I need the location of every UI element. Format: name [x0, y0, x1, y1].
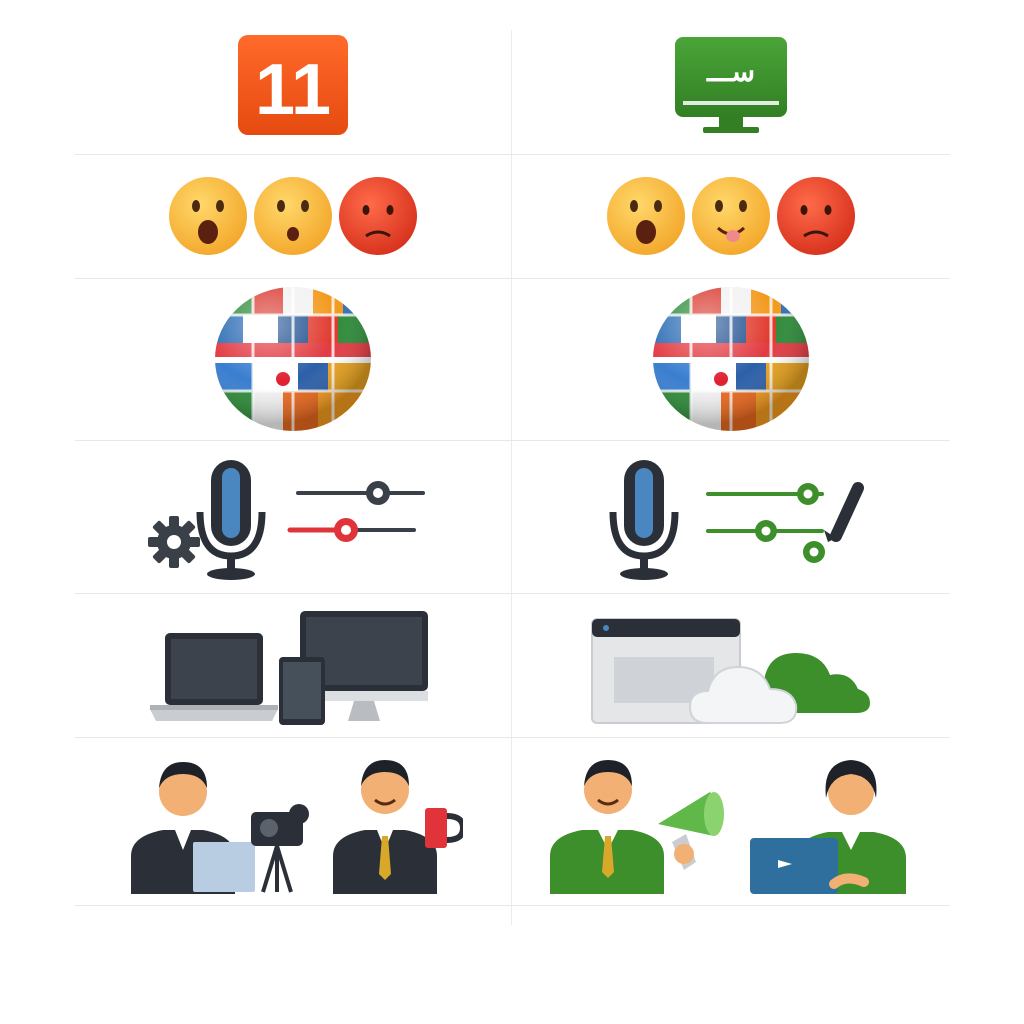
right-people-cell [512, 742, 950, 900]
column-divider [511, 30, 512, 925]
angry-face-icon [777, 177, 855, 255]
row-divider [75, 278, 950, 279]
tongue-face-icon [692, 177, 770, 255]
row-divider [75, 154, 950, 155]
mug-icon [425, 808, 463, 848]
left-badge-cell: 11 [75, 30, 511, 140]
gear-icon [148, 515, 200, 568]
orange-badge-icon: 11 [238, 35, 348, 135]
right-cloud-cell [512, 598, 950, 732]
businesswoman-laptop-icon [750, 760, 906, 894]
left-devices-cell [75, 598, 511, 732]
right-badge-cell: ســـ [512, 30, 950, 140]
video-camera-icon [251, 804, 309, 893]
presenter-person-icon [131, 762, 255, 894]
badge-label: ســـ [706, 56, 755, 87]
microphone-icon [196, 459, 266, 580]
emoji-row [169, 177, 417, 255]
audio-settings-group [148, 459, 425, 580]
globe-flags-icon [215, 287, 371, 431]
green-sliders-icon [706, 482, 825, 563]
tablet-icon [279, 657, 325, 725]
people-group [131, 760, 463, 894]
green-monitor-badge-icon: ســـ [675, 37, 787, 133]
laptop-icon [150, 633, 278, 721]
angry-face-icon [339, 177, 417, 255]
left-globe-cell [75, 283, 511, 435]
surprised-face-icon [169, 177, 247, 255]
left-emoji-cell [75, 160, 511, 272]
businessman-icon [333, 760, 437, 894]
globe-flags-icon [653, 287, 809, 431]
row-divider [75, 905, 950, 906]
pen-icon [824, 481, 864, 542]
badge-label: 11 [255, 50, 331, 130]
right-globe-cell [512, 283, 950, 435]
desktop-monitor-icon [300, 611, 428, 721]
cloud-icon [688, 665, 798, 724]
devices-group [150, 611, 428, 725]
green-businessman-icon [550, 760, 664, 894]
left-people-cell [75, 742, 511, 900]
cloud-group [591, 618, 870, 724]
surprised-face-icon [607, 177, 685, 255]
people-group [550, 760, 906, 894]
emoji-row [607, 177, 855, 255]
audio-settings-group [609, 459, 864, 580]
row-divider [75, 737, 950, 738]
hushed-face-icon [254, 177, 332, 255]
sliders-icon [287, 480, 425, 542]
row-divider [75, 440, 950, 441]
microphone-icon [609, 459, 679, 580]
right-audio-cell [512, 445, 950, 588]
right-emoji-cell [512, 160, 950, 272]
row-divider [75, 593, 950, 594]
left-audio-cell [75, 445, 511, 588]
megaphone-icon [658, 792, 724, 870]
